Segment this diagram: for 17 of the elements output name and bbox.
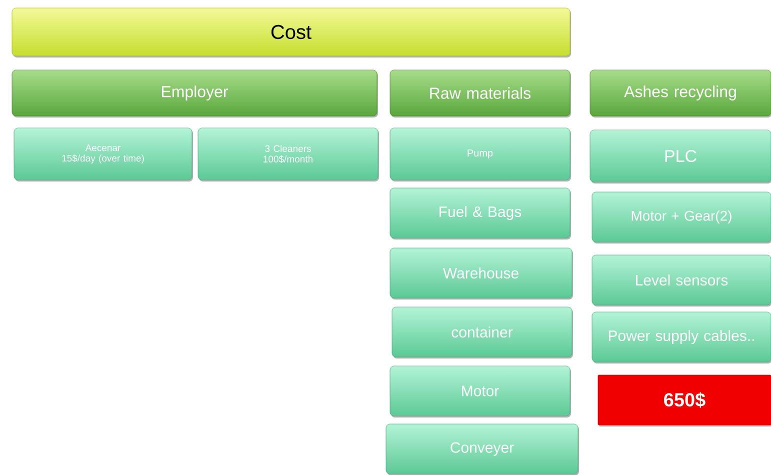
category-box: Raw materials [390,70,571,118]
cost-item-box: Warehouse [390,248,573,300]
cost-item-box: Motor + Gear(2) [592,192,771,244]
cost-item-box: Level sensors [592,254,771,306]
total-box: 650$ [598,374,771,426]
cost-item-box: Power supply cables.. [592,312,771,364]
cost-item-box: PLC [590,130,771,184]
cost-item-box: Pump [390,128,571,182]
cost-item-box: 3 Cleaners 100$/month [198,128,379,182]
title-box: Cost [12,8,571,58]
category-box: Employer [12,70,378,118]
cost-item-box: Motor [390,366,571,418]
cost-item-box: Aecenar 15$/day (over time) [14,128,193,182]
category-box: Ashes recycling [590,70,771,118]
cost-item-box: Fuel & Bags [390,188,571,240]
cost-item-box: container [392,306,573,358]
cost-item-box: Conveyer [386,424,579,475]
